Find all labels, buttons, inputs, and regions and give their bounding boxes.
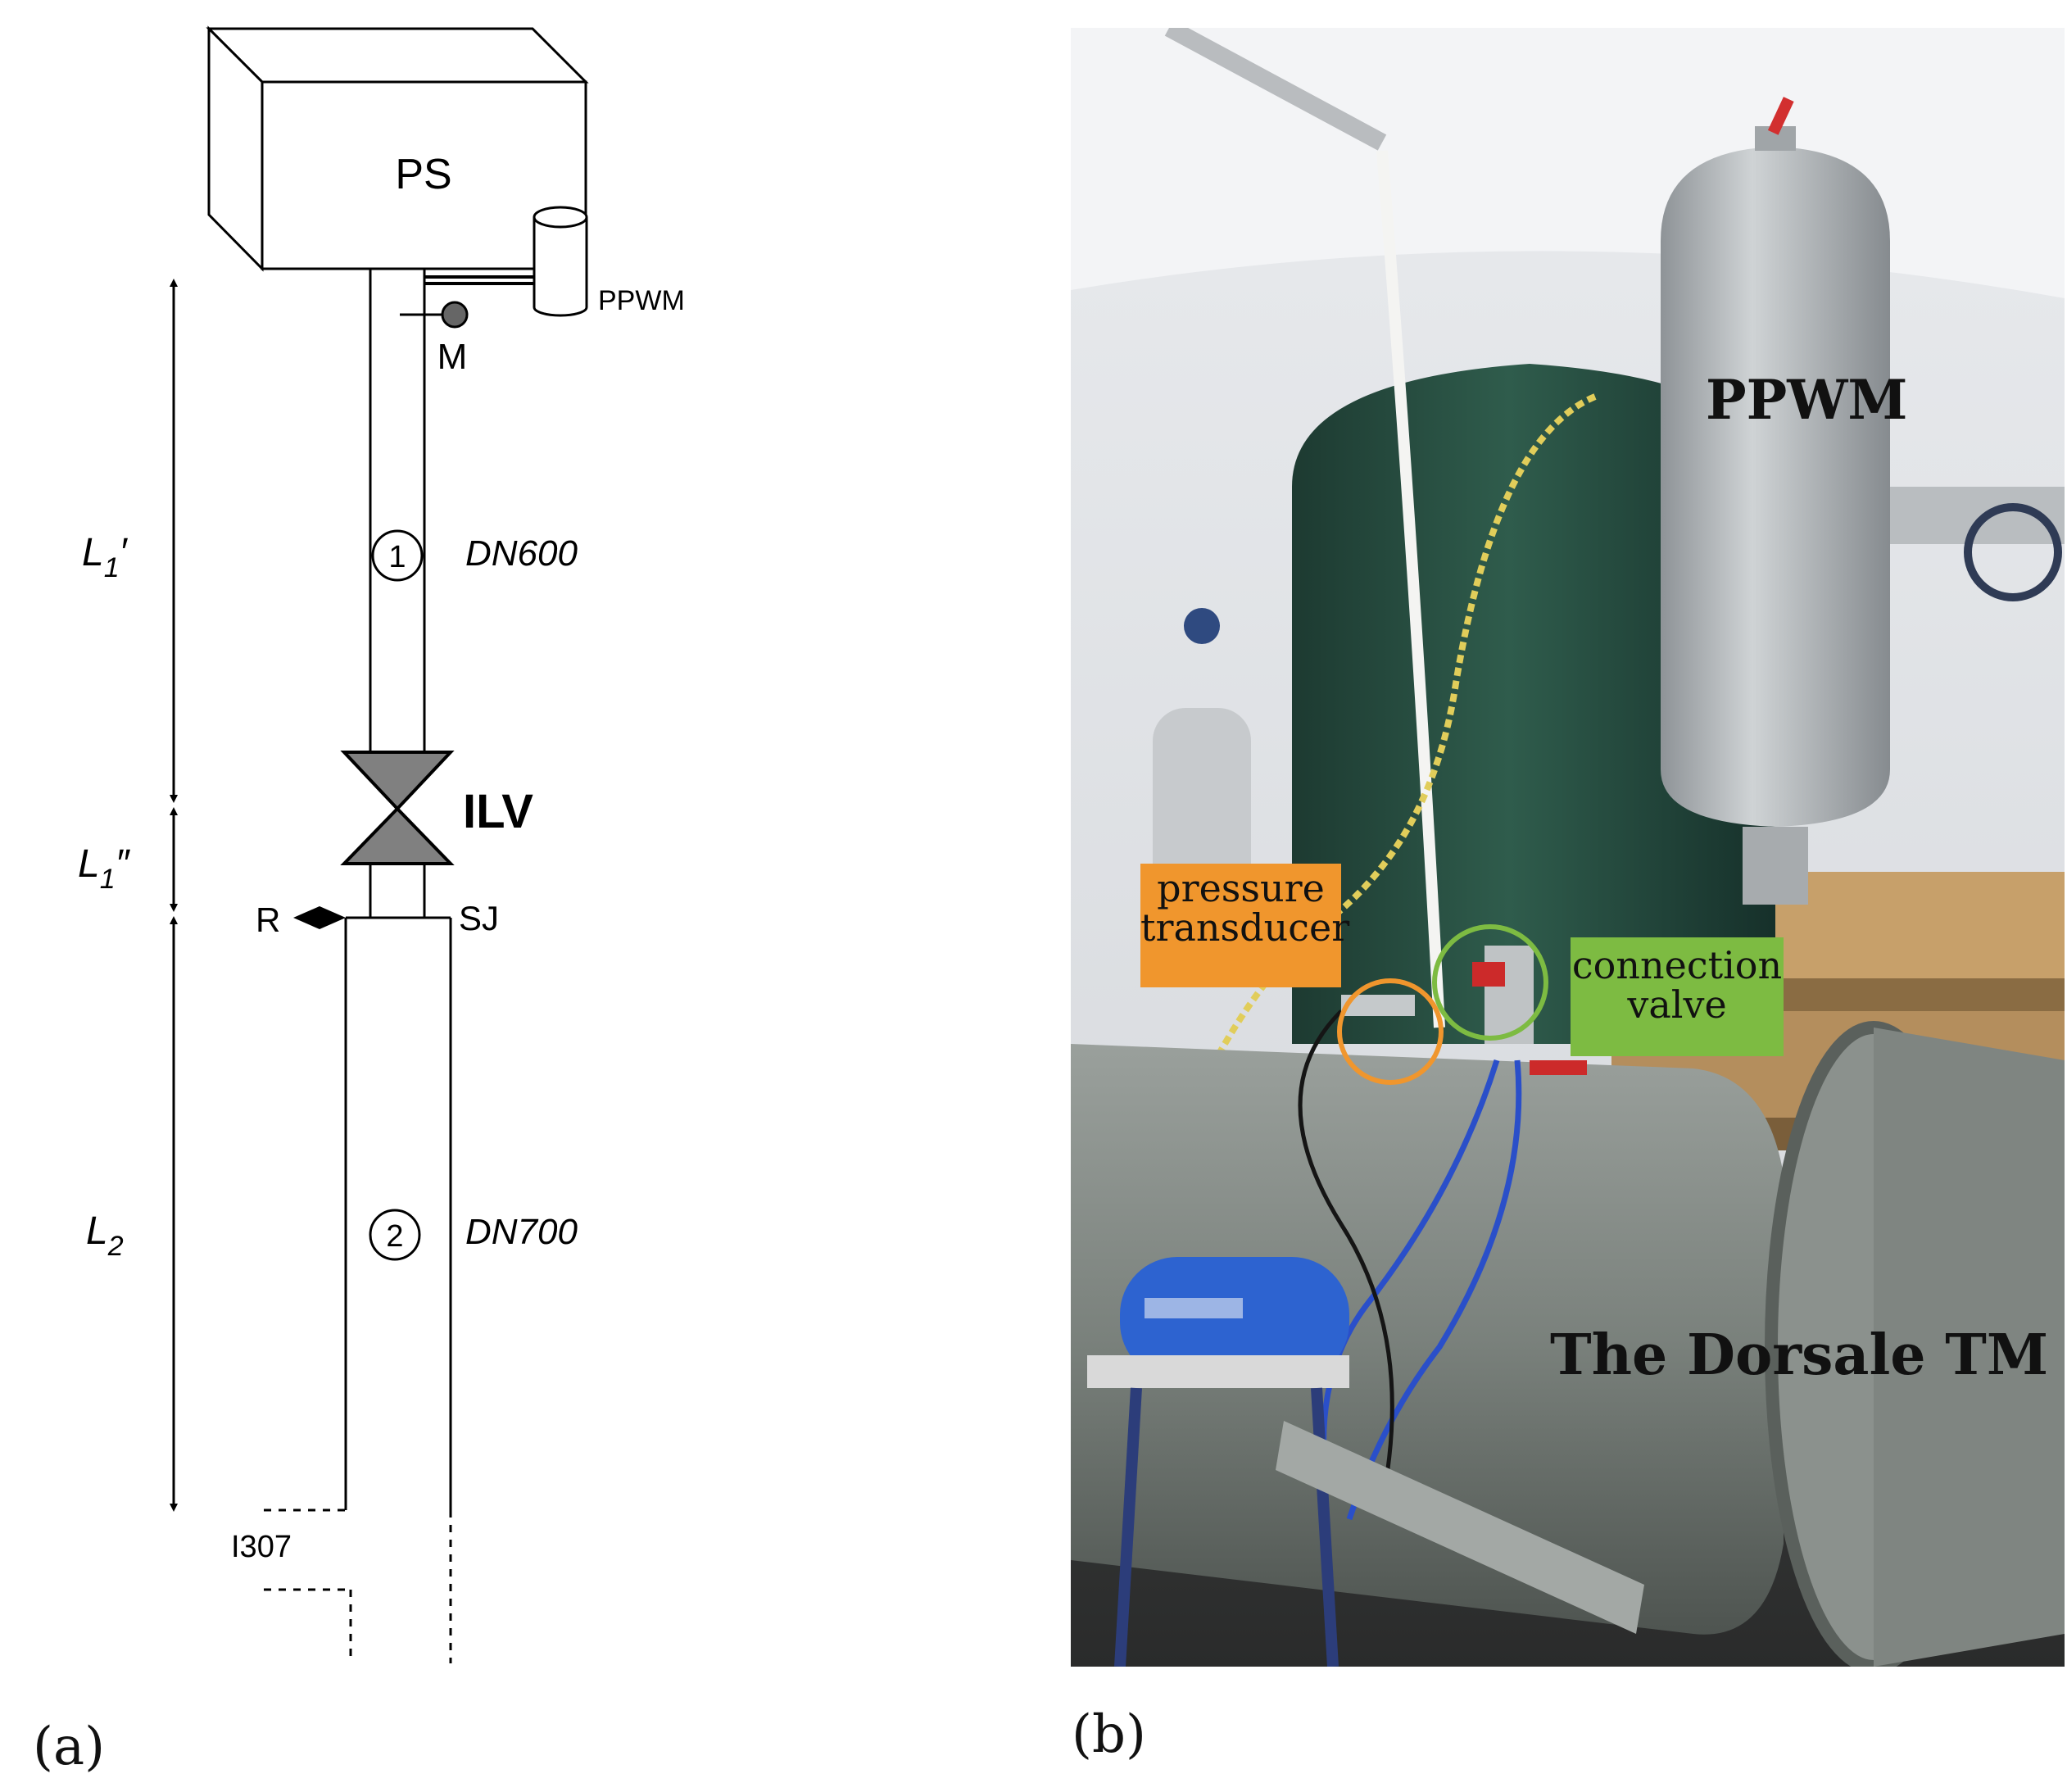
pipe-1: 1 DN600 [369,269,578,752]
pipe-1-marker [371,529,424,582]
main-pipe-label: The Dorsale TM [1550,1322,2049,1388]
pipe-2-diameter: DN700 [465,1212,578,1252]
length-middle-label: L1″ [78,842,131,895]
ps-tank: PS [206,25,589,272]
pipe-2-marker [369,1209,421,1261]
ppwm-vessel-symbol: PPWM [424,206,685,317]
svg-text:2: 2 [386,1219,403,1254]
meter-label: M [437,337,468,377]
ppwm-photo-label: PPWM [1706,368,1908,432]
ppwm-diagram-label: PPWM [598,285,685,316]
valve-highlight [1432,924,1548,1041]
transducer-highlight [1337,978,1444,1085]
node-label: I307 [231,1530,292,1564]
length-upper-label: L1′ [82,531,129,583]
ilv-label: ILV [463,785,533,838]
compressor [1087,1257,1349,1667]
ppwm-vessel [1661,97,1890,905]
pipe-1-diameter: DN600 [465,533,578,574]
pressure-transducer-tag: pressure transducer [1140,864,1349,987]
length-lower-label: L2 [86,1209,124,1262]
joint-label: SJ [459,899,499,937]
connection-valve-tag: connection valve [1571,937,1784,1056]
relief-valve: R [256,901,346,939]
panel-b-label: (b) [1072,1704,1146,1765]
installation-photo: PPWM pressure transducer connection valv… [1071,28,2065,1667]
pipe-2: 2 DN700 I307 [231,916,578,1663]
meter-m: M [400,301,469,377]
ilv-valve: ILV [340,751,533,865]
panel-a-label: (a) [33,1717,106,1777]
svg-text:1: 1 [388,540,406,574]
relief-label: R [256,901,280,939]
photo-scene [1071,28,2065,1667]
main-pipe [1071,1021,2065,1667]
ps-label: PS [395,151,451,198]
schematic-diagram: PS PPWM 1 DN600 M ILV 2 DN700 [78,25,685,1663]
